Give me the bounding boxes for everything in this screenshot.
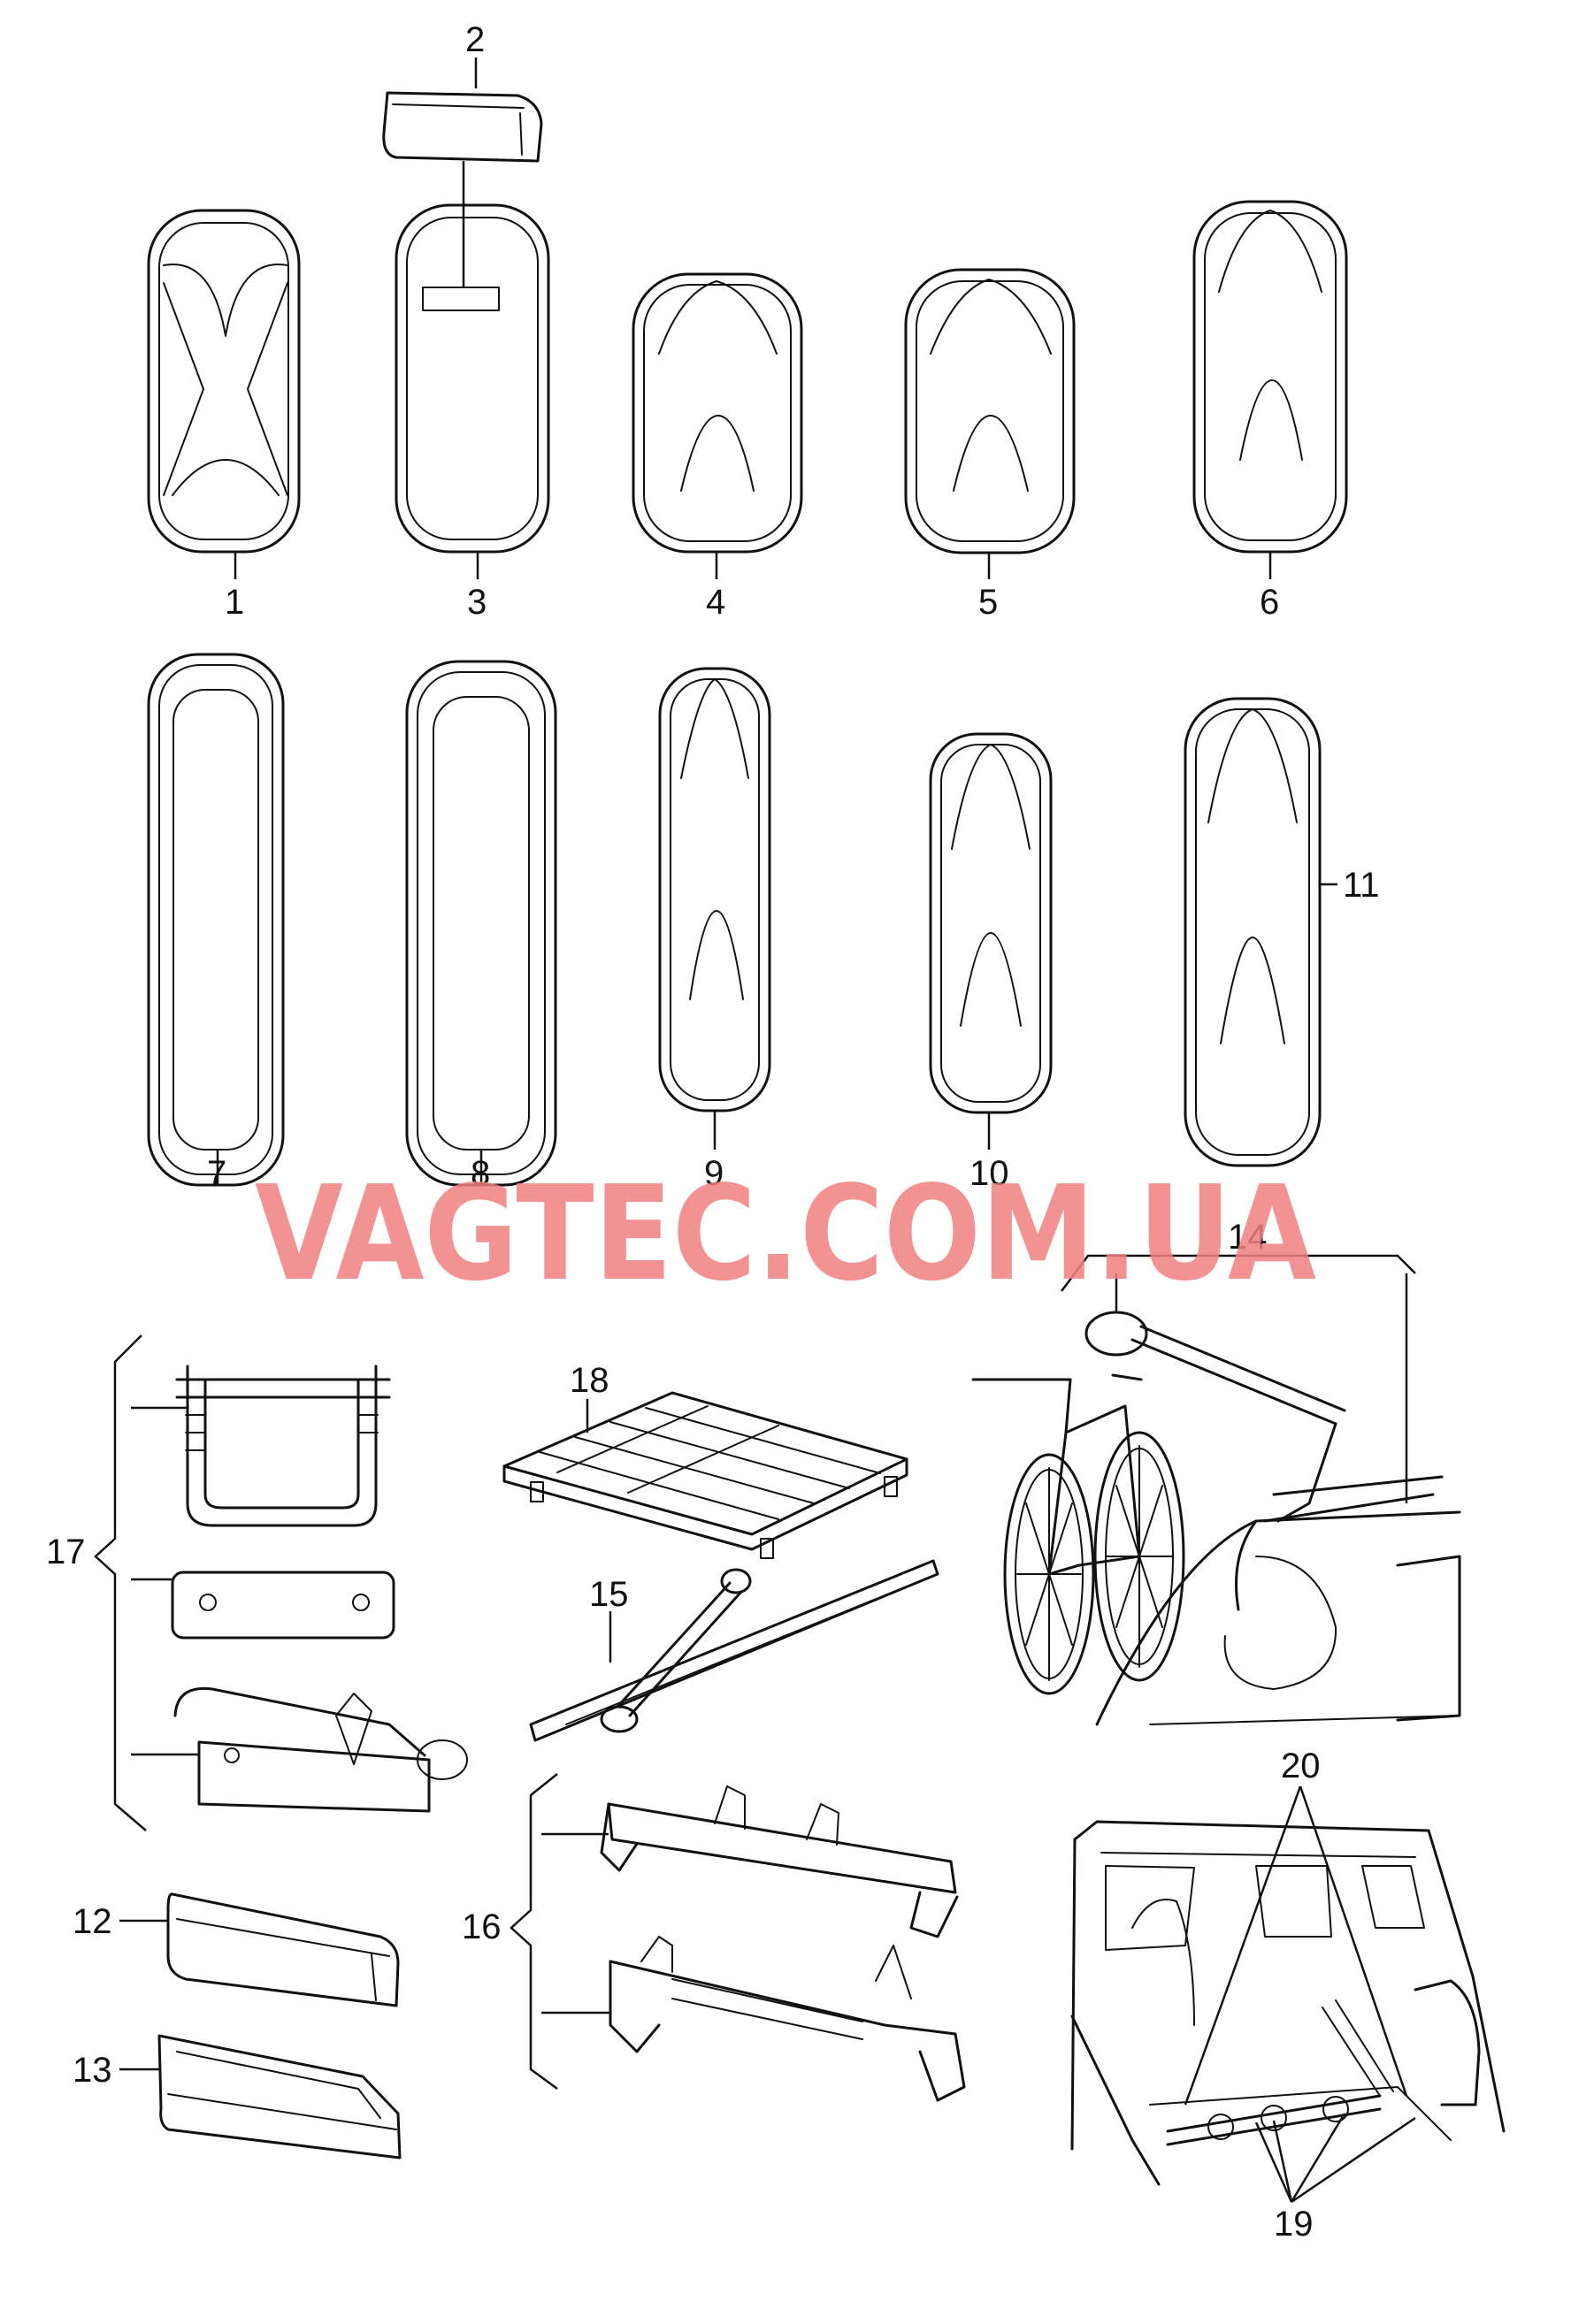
cover-12[interactable] — [166, 1892, 400, 2007]
callout-18: 18 — [570, 1361, 609, 1400]
callout-9: 9 — [704, 1154, 724, 1193]
callout-8: 8 — [471, 1154, 490, 1193]
callout-20: 20 — [1281, 1747, 1321, 1785]
callout-10: 10 — [969, 1154, 1009, 1193]
roof-box-5[interactable] — [904, 268, 1076, 554]
roof-basket-18[interactable] — [502, 1391, 908, 1559]
roof-box-8[interactable] — [405, 660, 557, 1187]
callout-1: 1 — [225, 583, 244, 622]
callout-17: 17 — [46, 1533, 86, 1571]
callout-2: 2 — [465, 20, 485, 59]
callout-5: 5 — [978, 583, 998, 622]
cover-13[interactable] — [157, 2034, 402, 2160]
callout-3: 3 — [467, 583, 487, 622]
roof-box-1[interactable] — [147, 209, 301, 554]
callout-4: 4 — [706, 583, 725, 622]
roof-box-accessory-2[interactable] — [382, 91, 543, 163]
roof-box-4[interactable] — [632, 272, 803, 554]
callout-19: 19 — [1274, 2205, 1314, 2244]
watermark-text: VAGTEC.COM.UA — [255, 1158, 1316, 1310]
mounting-kit-17[interactable] — [94, 1334, 468, 1831]
roof-box-3[interactable] — [395, 203, 550, 554]
callout-7: 7 — [207, 1154, 226, 1193]
callout-11: 11 — [1343, 866, 1380, 905]
roof-box-11[interactable] — [1184, 697, 1322, 1167]
leader-lines — [119, 57, 1337, 2071]
interior-bicycle-holder-19-20[interactable] — [1070, 1785, 1506, 2204]
roof-box-9[interactable] — [658, 667, 771, 1112]
bicycle-roof-carrier-14[interactable] — [971, 1254, 1461, 1726]
callout-15: 15 — [589, 1575, 629, 1614]
callout-14: 14 — [1228, 1218, 1268, 1257]
roof-box-6[interactable] — [1192, 200, 1348, 554]
roof-box-7[interactable] — [147, 653, 285, 1187]
callout-16: 16 — [462, 1907, 502, 1946]
callout-12: 12 — [73, 1902, 112, 1941]
ski-holder-15[interactable] — [529, 1559, 939, 1742]
callout-labels: 1 2 3 4 5 6 7 8 9 10 11 12 13 14 15 16 1… — [46, 20, 1380, 2244]
callout-13: 13 — [73, 2051, 112, 2090]
roof-box-10[interactable] — [929, 732, 1053, 1114]
callout-6: 6 — [1260, 583, 1279, 622]
bicycle-carrier-bars-16[interactable] — [510, 1773, 966, 2102]
